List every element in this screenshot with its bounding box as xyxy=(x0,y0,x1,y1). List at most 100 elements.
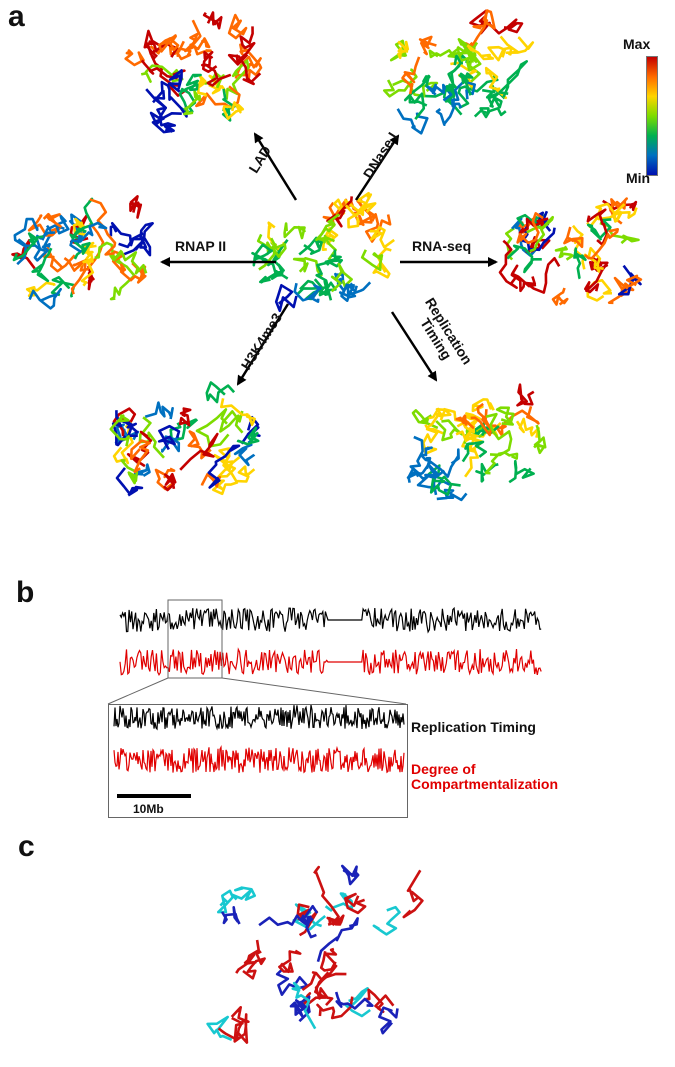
chromatin-segment xyxy=(344,204,371,229)
chromatin-segment xyxy=(274,284,298,313)
chromatin-segment xyxy=(461,41,482,72)
chromatin-segment xyxy=(111,250,142,282)
chromatin-segment xyxy=(42,212,62,228)
chromatin-segment xyxy=(213,453,241,478)
chromatin-segment xyxy=(470,409,493,437)
chromatin-segment xyxy=(289,999,307,1018)
chromatin-segment xyxy=(12,232,44,262)
chromatin-segment xyxy=(334,991,374,1010)
chromatin-segment xyxy=(217,1006,250,1041)
chromatin-segment xyxy=(72,197,94,238)
chromatin-segment xyxy=(554,245,574,261)
chromatin-segment xyxy=(219,410,244,434)
structure-lad xyxy=(124,11,263,134)
chromatin-segment xyxy=(120,459,139,485)
arrow-replication xyxy=(390,311,438,382)
chromatin-segment xyxy=(109,259,136,301)
chromatin-segment xyxy=(295,261,330,296)
chromatin-segment xyxy=(235,26,256,63)
chromatin-segment xyxy=(109,414,130,447)
chromatin-segment xyxy=(242,950,266,980)
chromatin-segment xyxy=(69,221,108,254)
chromatin-segment xyxy=(314,972,347,1006)
chromatin-segment xyxy=(195,74,208,97)
chromatin-segment xyxy=(344,892,367,915)
chromatin-segment xyxy=(485,86,503,109)
chromatin-segment xyxy=(516,212,544,245)
chromatin-segment xyxy=(319,947,338,972)
chromatin-segment xyxy=(551,287,569,306)
arrow-h3k4me3 xyxy=(236,303,290,386)
chromatin-segment xyxy=(495,406,515,426)
chromatin-segment xyxy=(573,247,587,280)
chromatin-segment xyxy=(516,383,535,407)
label-rnaseq: RNA-seq xyxy=(412,238,472,254)
chromatin-segment xyxy=(157,34,180,53)
chromatin-segment xyxy=(369,226,395,249)
chromatin-segment xyxy=(586,278,613,302)
chromatin-segment xyxy=(455,417,476,442)
chromatin-segment xyxy=(195,85,241,108)
zoom-region xyxy=(167,599,223,679)
chromatin-segment xyxy=(521,225,556,252)
chromatin-segment xyxy=(300,904,319,939)
chromatin-segment xyxy=(131,262,147,284)
chromatin-segment xyxy=(129,195,143,219)
inset-box xyxy=(108,704,408,818)
chromatin-segment xyxy=(515,417,540,438)
chromatin-segment xyxy=(150,54,188,97)
chromatin-segment xyxy=(233,440,256,467)
chromatin-segment xyxy=(524,257,561,294)
compartment-line1: Degree of xyxy=(411,761,476,777)
chromatin-segment xyxy=(236,426,260,446)
chromatin-segment xyxy=(94,241,125,267)
chromatin-segment xyxy=(435,419,464,442)
chromatin-segment xyxy=(584,228,619,260)
chromatin-segment xyxy=(498,60,528,98)
chromatin-segment xyxy=(231,1013,249,1044)
chromatin-segment xyxy=(594,207,638,223)
chromatin-segment xyxy=(235,939,260,974)
label-rnap: RNAP II xyxy=(175,238,227,254)
chromatin-segment xyxy=(407,467,451,490)
chromatin-segment xyxy=(473,107,507,119)
chromatin-segment xyxy=(157,424,181,451)
chromatin-segment xyxy=(283,222,307,240)
signal-track xyxy=(113,744,405,774)
chromatin-segment xyxy=(378,1006,399,1035)
chromatin-segment xyxy=(341,864,360,886)
chromatin-segment xyxy=(422,427,445,455)
colorbar-max-label: Max xyxy=(623,36,651,52)
chromatin-segment xyxy=(33,231,56,262)
chromatin-segment xyxy=(508,459,535,484)
panel-b-tracks xyxy=(107,599,542,774)
chromatin-segment xyxy=(461,440,487,463)
chromatin-segment xyxy=(129,439,151,474)
chromatin-segment xyxy=(152,80,188,118)
structure-h3k4me3 xyxy=(109,381,261,497)
chromatin-segment xyxy=(208,74,228,95)
chromatin-segment xyxy=(115,467,144,497)
signal-track xyxy=(119,606,542,634)
chromatin-segment xyxy=(239,43,263,80)
chromatin-segment xyxy=(510,264,537,293)
chromatin-segment xyxy=(366,988,395,1013)
chromatin-segment xyxy=(419,446,433,470)
chromatin-segment xyxy=(27,214,63,237)
panel-label-c: c xyxy=(18,830,35,863)
chromatin-segment xyxy=(31,247,53,283)
chromatin-segment xyxy=(458,72,474,96)
chromatin-segment xyxy=(461,434,480,453)
chromatin-segment xyxy=(111,418,139,447)
chromatin-segment xyxy=(406,435,424,479)
chromatin-segment xyxy=(123,222,154,256)
chromatin-segment xyxy=(145,88,182,126)
colorbar-min-label: Min xyxy=(626,170,651,186)
chromatin-segment xyxy=(178,407,192,427)
chromatin-segment xyxy=(189,19,211,51)
chromatin-segment xyxy=(472,9,496,30)
arrows-layer xyxy=(160,132,498,386)
chromatin-segment xyxy=(291,981,317,1030)
chromatin-segment xyxy=(187,430,212,460)
